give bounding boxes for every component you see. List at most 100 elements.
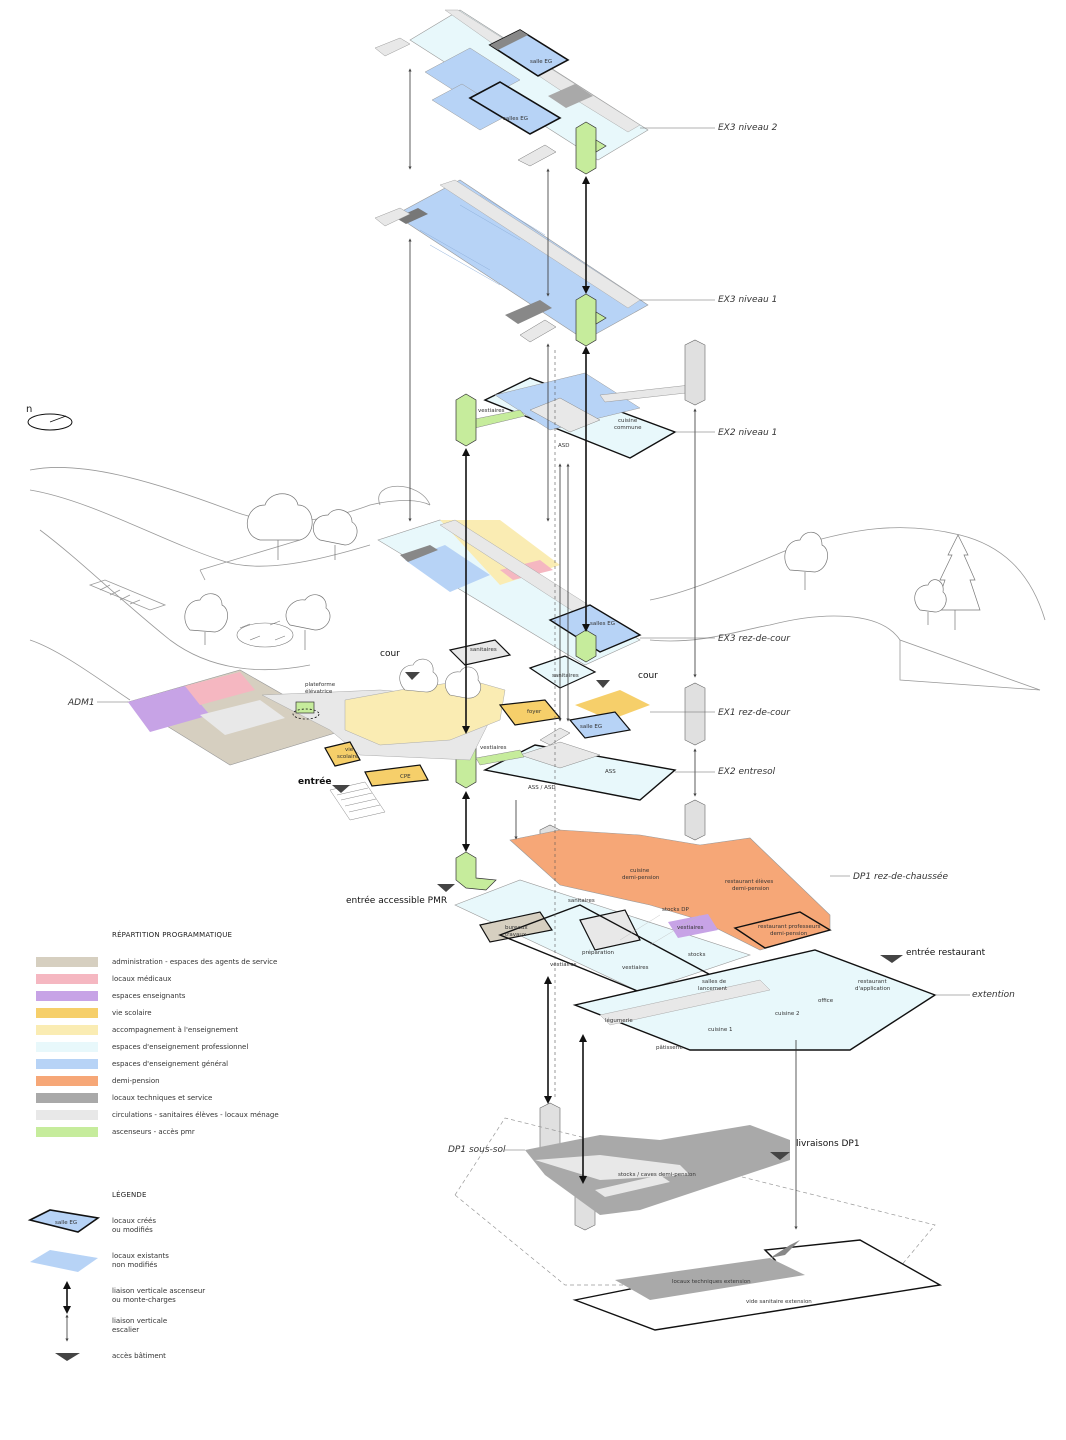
room-foyer: foyer (527, 709, 542, 715)
legend-label: locaux techniques et service (112, 1094, 213, 1102)
room-vie-scolaire-1: vie (345, 747, 354, 753)
room-salle-eg-top: salle EG (530, 59, 552, 65)
room-plateforme-2: élévatrice (305, 688, 333, 695)
legend-item: vie scolaire (36, 1007, 152, 1019)
room-restaurant-app-2: d'application (855, 986, 891, 992)
room-vide-sanitaire: vide sanitaire extension (746, 1299, 812, 1305)
room-sanitaires-1: sanitaires (470, 647, 497, 653)
room-salle-eg-ex1: salle EG (580, 724, 602, 730)
label-cour-1: cour (380, 649, 400, 659)
legend-swatch (36, 1008, 98, 1018)
north-arrow: n (26, 404, 73, 431)
room-ass-asd: ASS / ASD (528, 785, 556, 791)
picnic-area (236, 620, 294, 648)
room-plateforme-1: plateforme (305, 682, 336, 688)
legend-label: espaces d'enseignement général (112, 1060, 229, 1068)
legend-label: ascenseurs - accès pmr (112, 1128, 195, 1136)
label-entree-pmr: entrée accessible PMR (346, 895, 447, 906)
label-entree: entrée (298, 776, 331, 787)
room-preparation: préparation (582, 949, 615, 956)
access-triangles (332, 672, 903, 1160)
legend-item: circulations - sanitaires élèves - locau… (36, 1109, 279, 1121)
plate-dp1-rdc: cuisine demi-pension restaurant élèves d… (454, 829, 937, 1051)
legend-swatch (36, 1076, 98, 1086)
room-cuisine-dp-2: demi-pension (622, 875, 660, 881)
room-vie-scolaire-2: scolaire (337, 754, 359, 760)
legend-swatch (36, 957, 98, 967)
level-adm1: ADM1 (67, 698, 95, 708)
plate-extension-basement: locaux techniques extension vide sanitai… (572, 1239, 943, 1331)
plate-ex3-niveau-2: salle EG salles EG (374, 9, 649, 167)
room-stocks-dp: stocks DP (662, 907, 689, 913)
legend-label: accompagnement à l'enseignement (112, 1026, 239, 1034)
room-vestiaires-ex2: vestiaires (478, 408, 505, 414)
legend-swatch (36, 1025, 98, 1035)
room-stocks: stocks (688, 952, 706, 958)
legend2-symbols: salle EG (27, 1209, 101, 1361)
legend2-created: locaux créés ou modifiés (112, 1217, 156, 1235)
legend-swatch (36, 1127, 98, 1137)
legend-item: ascenseurs - accès pmr (36, 1126, 195, 1138)
level-dp1-rdc: DP1 rez-de-chaussée (853, 871, 948, 882)
legend-label: espaces enseignants (112, 992, 186, 1000)
label-entree-restaurant: entrée restaurant (906, 947, 986, 958)
legend-swatch (36, 974, 98, 984)
room-bureaux-1: bureaux (505, 925, 528, 931)
legend-item: espaces d'enseignement général (36, 1058, 228, 1070)
site-landscape (29, 467, 1046, 701)
legend2-lift: liaison verticale ascenseur ou monte-cha… (112, 1287, 205, 1305)
room-locaux-tech-ext: locaux techniques extension (672, 1279, 751, 1285)
legend2-created-2: ou modifiés (112, 1226, 153, 1234)
room-cuisine-dp-1: cuisine (630, 868, 650, 874)
courtyard-trees (399, 658, 482, 699)
room-office: office (818, 998, 834, 1004)
level-labels: EX3 niveau 2 EX3 niveau 1 EX2 niveau 1 E… (67, 123, 1015, 1155)
room-cpe: CPE (400, 774, 411, 780)
room-sanitaires-2: sanitaires (552, 673, 579, 679)
leader-lines (97, 127, 970, 1151)
legend-swatch (36, 1042, 98, 1052)
vertical-links (408, 68, 798, 1230)
plate-ex2-entresol: vestiaires ASS ASS / ASD (475, 727, 677, 801)
legend2-existing: locaux existants non modifiés (112, 1252, 169, 1270)
room-salles-eg-top: salles EG (503, 116, 528, 122)
level-ex3-rez-de-cour: EX3 rez-de-cour (718, 634, 791, 644)
room-cuisine-commune-1: cuisine (618, 418, 638, 424)
room-cuisine-2: cuisine 2 (775, 1011, 800, 1017)
room-legumerie: légumerie (605, 1017, 633, 1024)
room-restaurant-app-1: restaurant (858, 979, 888, 985)
level-ex3-niveau-2: EX3 niveau 2 (718, 123, 778, 133)
level-extention: extention (972, 990, 1015, 1000)
legend-item: demi-pension (36, 1075, 160, 1087)
legend-label: vie scolaire (112, 1009, 152, 1017)
plate-ex2-niveau-1: vestiaires cuisine commune ASD (469, 372, 696, 459)
north-label: n (26, 404, 32, 415)
legend2-swatch-label: salle EG (55, 1220, 77, 1226)
legend2-lift-1: liaison verticale ascenseur (112, 1287, 206, 1295)
legend2-title: LÉGENDE (112, 1191, 147, 1199)
room-patisserie: pâtisserie (656, 1044, 683, 1051)
legend-swatch (36, 1110, 98, 1120)
room-stocks-caves: stocks / caves demi-pension (618, 1172, 696, 1178)
room-vestiaires-dp: vestiaires (677, 925, 704, 931)
room-salles-lancement-1: salles de (702, 979, 727, 985)
legend-label: locaux médicaux (112, 975, 172, 983)
legend2-stair-1: liaison verticale (112, 1317, 168, 1325)
room-salles-lancement-2: lancement (698, 986, 728, 992)
room-bureaux-2: travaux (505, 932, 527, 938)
legend-item: espaces d'enseignement professionnel (36, 1041, 248, 1053)
legend-item: locaux techniques et service (36, 1092, 212, 1104)
legend-label: demi-pension (112, 1077, 160, 1085)
room-vestiaires-entresol: vestiaires (480, 745, 507, 751)
room-ass: ASS (605, 769, 616, 775)
legend2-created-1: locaux créés (112, 1217, 157, 1225)
legend2-stair: liaison verticale escalier (112, 1317, 167, 1335)
room-vestiaires-a: vestiaires (550, 962, 577, 968)
trees (184, 493, 981, 650)
legend-label: circulations - sanitaires élèves - locau… (112, 1111, 279, 1119)
legend-title: RÉPARTITION PROGRAMMATIQUE (112, 931, 233, 939)
legend2-existing-2: non modifiés (112, 1261, 158, 1269)
room-cuisine-1: cuisine 1 (708, 1027, 733, 1033)
legend2-stair-2: escalier (112, 1326, 140, 1334)
